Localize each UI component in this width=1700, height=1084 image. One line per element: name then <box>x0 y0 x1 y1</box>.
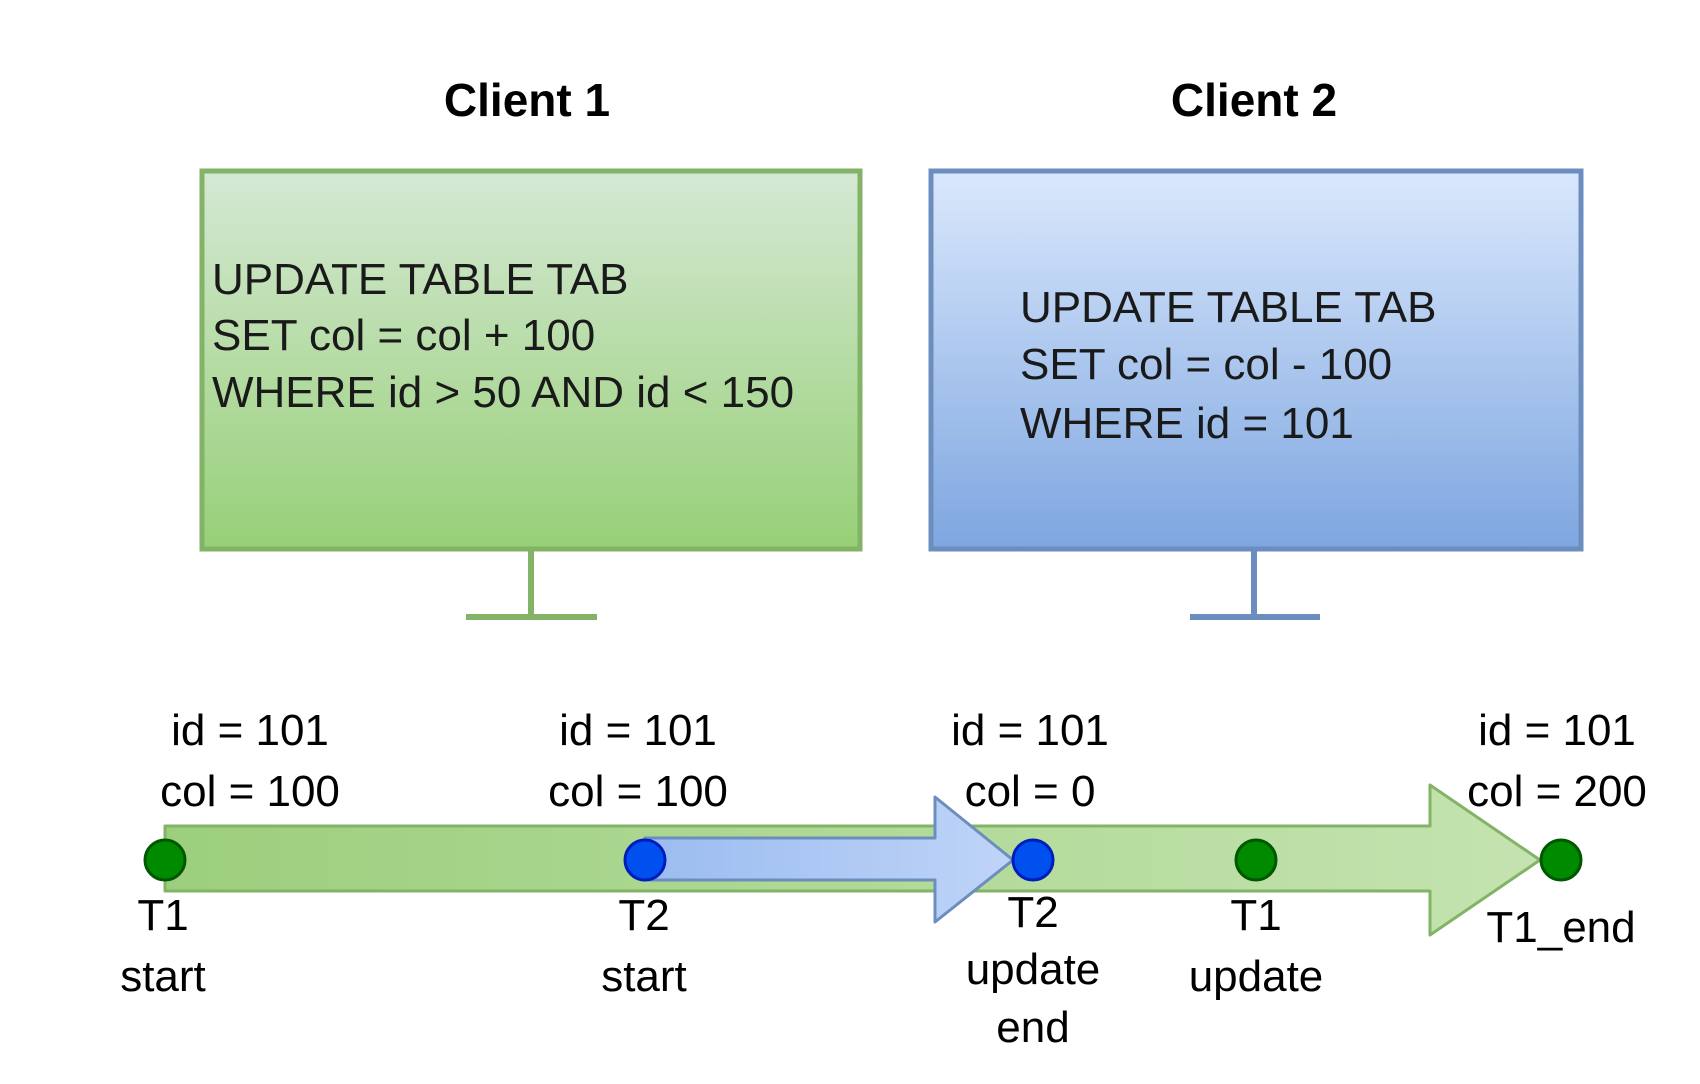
client-2-sql-line-2: SET col = col - 100 <box>1020 340 1392 389</box>
state-4-col: col = 200 <box>1467 767 1647 816</box>
event-3-line-2: update <box>966 945 1101 994</box>
event-3-line-3: end <box>996 1003 1069 1052</box>
client-2-title: Client 2 <box>1171 74 1337 126</box>
state-1-col: col = 100 <box>160 767 340 816</box>
client-1-screen <box>199 168 863 552</box>
event-4-line-1: T1 <box>1230 891 1281 940</box>
state-1-id: id = 101 <box>171 706 329 755</box>
t2-transaction-arrow <box>643 795 1015 924</box>
event-3-line-1: T2 <box>1007 888 1058 937</box>
event-label-t1-end: T1_end <box>1486 903 1635 952</box>
event-dot-t1-update <box>1234 838 1278 882</box>
event-label-t2-update-end: T2 update end <box>966 888 1101 1052</box>
event-dot-t1-end <box>1539 838 1583 882</box>
state-2: id = 101 col = 100 <box>548 706 728 816</box>
event-4-line-2: update <box>1189 952 1324 1001</box>
event-5-line-1: T1_end <box>1486 903 1635 952</box>
client-1-monitor: Client 1 UPDATE TABLE TAB SET col = col … <box>199 74 863 620</box>
state-2-id: id = 101 <box>559 706 717 755</box>
state-3-col: col = 0 <box>965 767 1096 816</box>
state-1: id = 101 col = 100 <box>160 706 340 816</box>
client-2-screen <box>928 168 1584 552</box>
event-1-line-1: T1 <box>137 891 188 940</box>
state-4: id = 101 col = 200 <box>1467 706 1647 816</box>
event-dot-t2-start <box>623 838 667 882</box>
client-1-title: Client 1 <box>444 74 610 126</box>
event-label-t1-start: T1 start <box>120 891 206 1001</box>
event-label-t1-update: T1 update <box>1189 891 1324 1001</box>
event-dot-t1-start <box>143 838 187 882</box>
client-1-sql-line-2: SET col = col + 100 <box>212 311 595 360</box>
state-4-id: id = 101 <box>1478 706 1636 755</box>
event-label-t2-start: T2 start <box>601 891 687 1001</box>
client-1-sql-line-3: WHERE id > 50 AND id < 150 <box>212 368 794 417</box>
client-2-sql-line-1: UPDATE TABLE TAB <box>1020 283 1437 332</box>
event-2-line-1: T2 <box>618 891 669 940</box>
client-2-monitor: Client 2 UPDATE TABLE TAB SET col = col … <box>928 74 1584 620</box>
client-1-sql-line-1: UPDATE TABLE TAB <box>212 255 629 304</box>
state-2-col: col = 100 <box>548 767 728 816</box>
event-2-line-2: start <box>601 952 687 1001</box>
event-1-line-2: start <box>120 952 206 1001</box>
state-3: id = 101 col = 0 <box>951 706 1109 816</box>
state-3-id: id = 101 <box>951 706 1109 755</box>
event-dot-t2-update-end <box>1011 838 1055 882</box>
client-2-sql-line-3: WHERE id = 101 <box>1020 399 1354 448</box>
